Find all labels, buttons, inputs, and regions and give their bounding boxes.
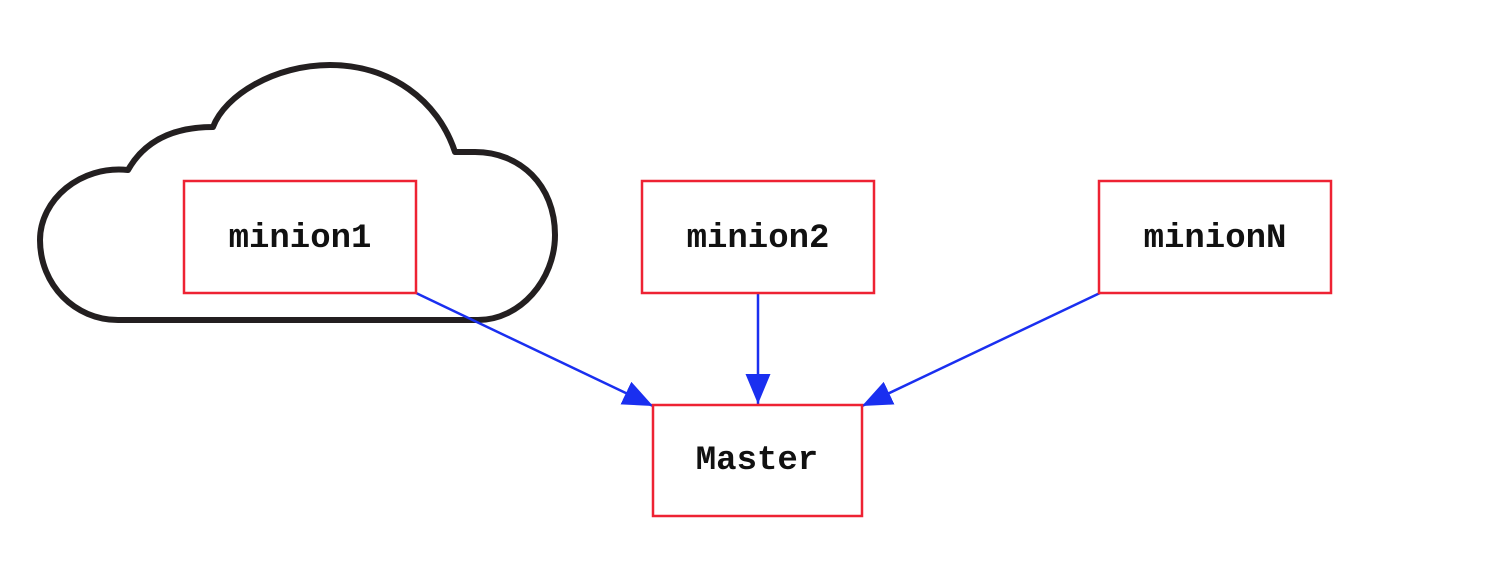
node-minionN-label: minionN — [1144, 220, 1287, 258]
node-minionN: minionN — [1097, 179, 1333, 295]
node-minion2-box — [640, 179, 876, 295]
node-minion1: minion1 — [182, 179, 418, 295]
edges — [415, 291, 1101, 408]
cloud-icon — [37, 62, 558, 323]
node-master: Master — [651, 403, 864, 518]
node-master-box — [651, 403, 864, 518]
node-minion1-box — [182, 179, 418, 295]
node-minion1-label: minion1 — [229, 220, 372, 258]
edge-minionN-to-master — [861, 291, 1101, 408]
node-minion2: minion2 — [640, 179, 876, 295]
node-minion2-label: minion2 — [687, 220, 830, 258]
node-master-label: Master — [696, 442, 818, 480]
edge-minion1-to-master — [415, 291, 654, 408]
node-minionN-box — [1097, 179, 1333, 295]
